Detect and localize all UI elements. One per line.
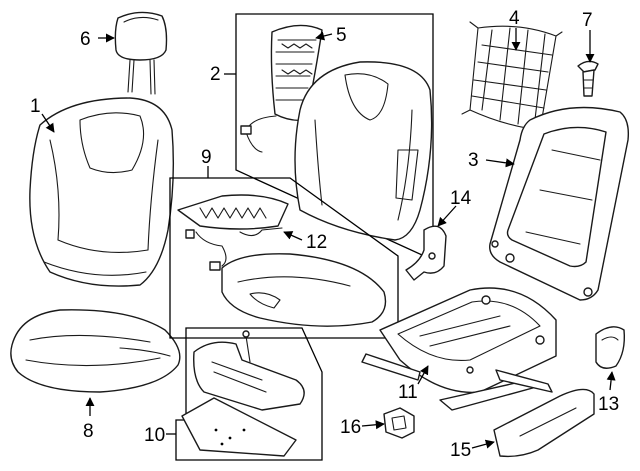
callout-13: 13: [598, 394, 619, 415]
callout-5: 5: [336, 25, 347, 46]
callout-2: 2: [210, 64, 221, 85]
seat-back-cover-part: [29, 97, 175, 287]
callout-6: 6: [80, 29, 91, 50]
cushion-support-part: [193, 330, 305, 411]
group-box-9: [169, 177, 399, 339]
seat-back-frame-part: [489, 106, 630, 301]
recliner-bracket-part: [405, 225, 447, 281]
cushion-heater-part: [177, 194, 289, 271]
callout-10: 10: [144, 425, 165, 446]
cushion-panel-part: [181, 397, 297, 457]
headrest-part: [114, 11, 168, 95]
callout-16: 16: [340, 417, 361, 438]
side-shield-cap-part: [595, 326, 626, 369]
seat-back-pad-part: [294, 61, 433, 241]
callout-15: 15: [450, 440, 471, 461]
seat-track-part: [361, 287, 557, 411]
callout-1: 1: [30, 96, 41, 117]
callout-11: 11: [398, 382, 418, 403]
adjuster-knob-part: [577, 60, 599, 97]
seat-cushion-pad-part: [221, 253, 387, 327]
callout-7: 7: [582, 10, 593, 31]
leader-lines: [41, 28, 616, 449]
callout-12: 12: [306, 232, 327, 253]
callout-4: 4: [509, 8, 520, 29]
callout-labels: 1 2 3 4 5 6 7 8 9 10 11 12 13 14 15 16: [30, 8, 619, 461]
callout-3: 3: [468, 150, 479, 171]
side-shield-part: [493, 388, 595, 458]
callout-9: 9: [201, 147, 212, 168]
seat-cushion-cover-part: [10, 309, 181, 393]
callout-14: 14: [450, 188, 472, 209]
callout-8: 8: [83, 421, 94, 442]
clip-part: [383, 407, 415, 439]
